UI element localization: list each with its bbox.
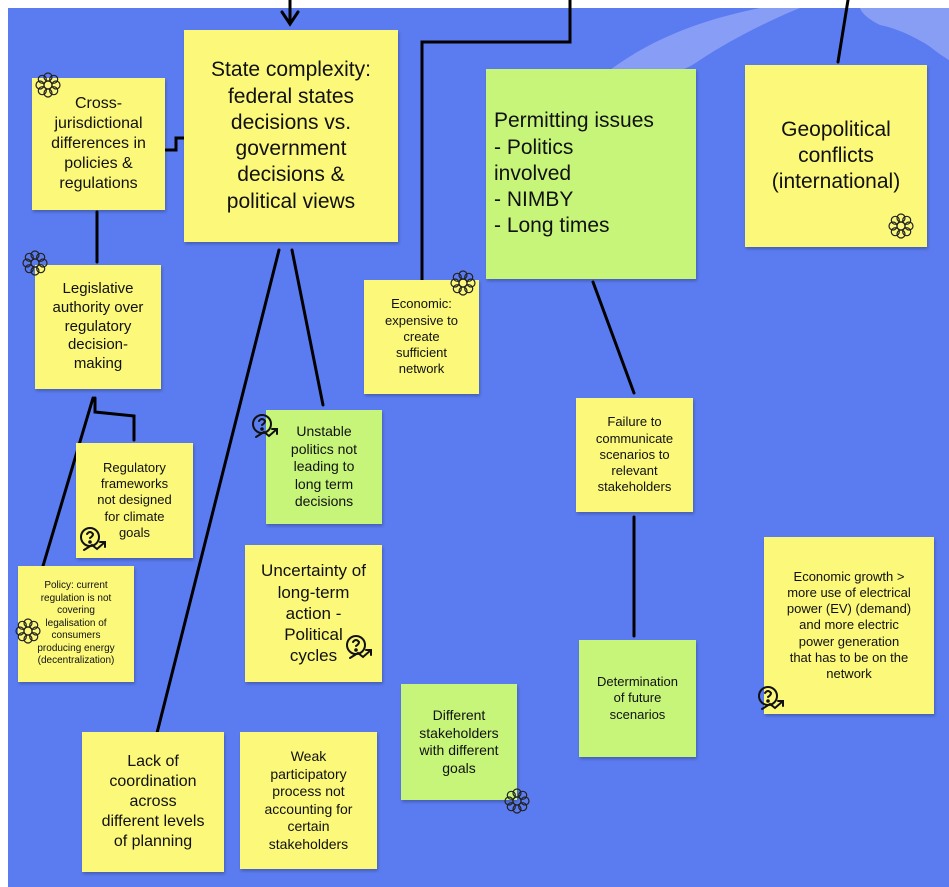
note-state-complexity[interactable]: State complexity: federal states decisio… bbox=[184, 30, 398, 242]
flower-icon bbox=[20, 248, 50, 278]
flower-icon bbox=[886, 211, 916, 241]
flower-icon bbox=[33, 70, 63, 100]
note-weak-participatory[interactable]: Weak participatory process not accountin… bbox=[240, 732, 377, 869]
flower-icon bbox=[13, 616, 43, 646]
note-geopolitical-conflicts[interactable]: Geopolitical conflicts (international) bbox=[745, 65, 927, 247]
flower-icon bbox=[502, 786, 532, 816]
note-unstable-politics[interactable]: Unstable politics not leading to long te… bbox=[266, 410, 382, 524]
note-determination-future-scenarios[interactable]: Determination of future scenarios bbox=[579, 640, 696, 757]
note-legislative-authority[interactable]: Legislative authority over regulatory de… bbox=[35, 265, 161, 389]
question-arrow-icon bbox=[78, 524, 108, 554]
note-cross-jurisdictional[interactable]: Cross- jurisdictional differences in pol… bbox=[32, 78, 165, 210]
question-arrow-icon bbox=[756, 683, 786, 713]
note-regulatory-frameworks[interactable]: Regulatory frameworks not designed for c… bbox=[76, 443, 193, 558]
note-lack-of-coordination[interactable]: Lack of coordination across different le… bbox=[82, 732, 224, 872]
question-arrow-icon bbox=[344, 632, 374, 662]
question-arrow-icon bbox=[250, 411, 280, 441]
note-failure-to-communicate[interactable]: Failure to communicate scenarios to rele… bbox=[576, 398, 693, 512]
note-permitting-issues[interactable]: Permitting issues - Politics involved - … bbox=[486, 69, 696, 279]
note-different-stakeholders[interactable]: Different stakeholders with different go… bbox=[401, 684, 517, 800]
note-economic-growth[interactable]: Economic growth > more use of electrical… bbox=[764, 537, 934, 714]
note-uncertainty-long-term[interactable]: Uncertainty of long-term action - Politi… bbox=[245, 545, 382, 682]
note-economic-expensive[interactable]: Economic: expensive to create sufficient… bbox=[364, 280, 479, 394]
flower-icon bbox=[448, 268, 478, 298]
